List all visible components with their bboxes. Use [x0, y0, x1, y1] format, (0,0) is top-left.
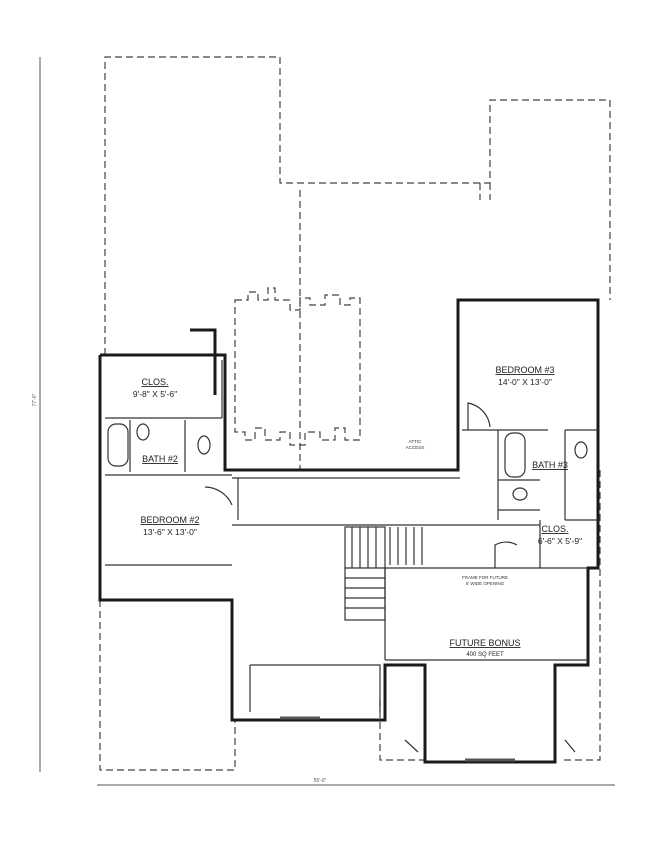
exterior-wall-south [98, 355, 600, 764]
room-name: BEDROOM #3 [495, 365, 554, 375]
room-name: BATH #2 [142, 454, 178, 464]
room-name: FUTURE BONUS [449, 638, 520, 648]
left-wing-partitions [105, 360, 232, 566]
room-name: BEDROOM #2 [140, 515, 199, 525]
right-wing-partitions [460, 429, 598, 568]
door-swing-icon-2 [467, 402, 491, 430]
room-name: BATH #3 [532, 460, 568, 470]
attic-note: ACCESS [406, 445, 425, 450]
room-size: 14'-0" X 13'-0" [498, 377, 552, 387]
room-size: 6'-6" X 5'-9" [538, 536, 582, 546]
door-swing-icon-3 [494, 541, 518, 568]
room-size: 9'-8" X 5'-6" [133, 389, 177, 399]
sink-icon [197, 435, 211, 455]
porch-outline [379, 700, 556, 761]
door-swing-icon [204, 486, 233, 506]
toilet-icon [136, 423, 150, 441]
room-size: 13'-6" X 13'-0" [143, 527, 197, 537]
porch-braces [404, 739, 576, 753]
room-name: CLOS. [541, 524, 568, 534]
vaulted-ceiling-outline [234, 287, 361, 446]
central-partitions [249, 567, 588, 712]
hall-partitions [232, 477, 460, 526]
lower-floor-outline-left [99, 600, 236, 771]
toilet-icon-2 [512, 487, 528, 501]
room-size: 400 SQ FEET [466, 652, 504, 658]
bathtub-icon-2 [504, 432, 526, 478]
lower-floor-outline-jog [479, 183, 491, 200]
stairs [344, 526, 423, 621]
frame-note: 6' WIDE OPENING [466, 581, 505, 586]
chase-wall [190, 328, 217, 395]
attic-note: ATTIC [409, 439, 422, 444]
bathtub-icon [107, 423, 129, 467]
sink-icon-2 [574, 441, 588, 459]
frame-note: FRAME FOR FUTURE [462, 575, 508, 580]
room-name: CLOS. [141, 377, 168, 387]
lower-floor-outline [104, 56, 611, 355]
lower-floor-outline-right [560, 470, 601, 761]
depth-dimension-label: 77'-0" [32, 393, 38, 406]
exterior-wall-north [100, 298, 600, 472]
width-dimension-label: 55'-0" [314, 778, 327, 784]
